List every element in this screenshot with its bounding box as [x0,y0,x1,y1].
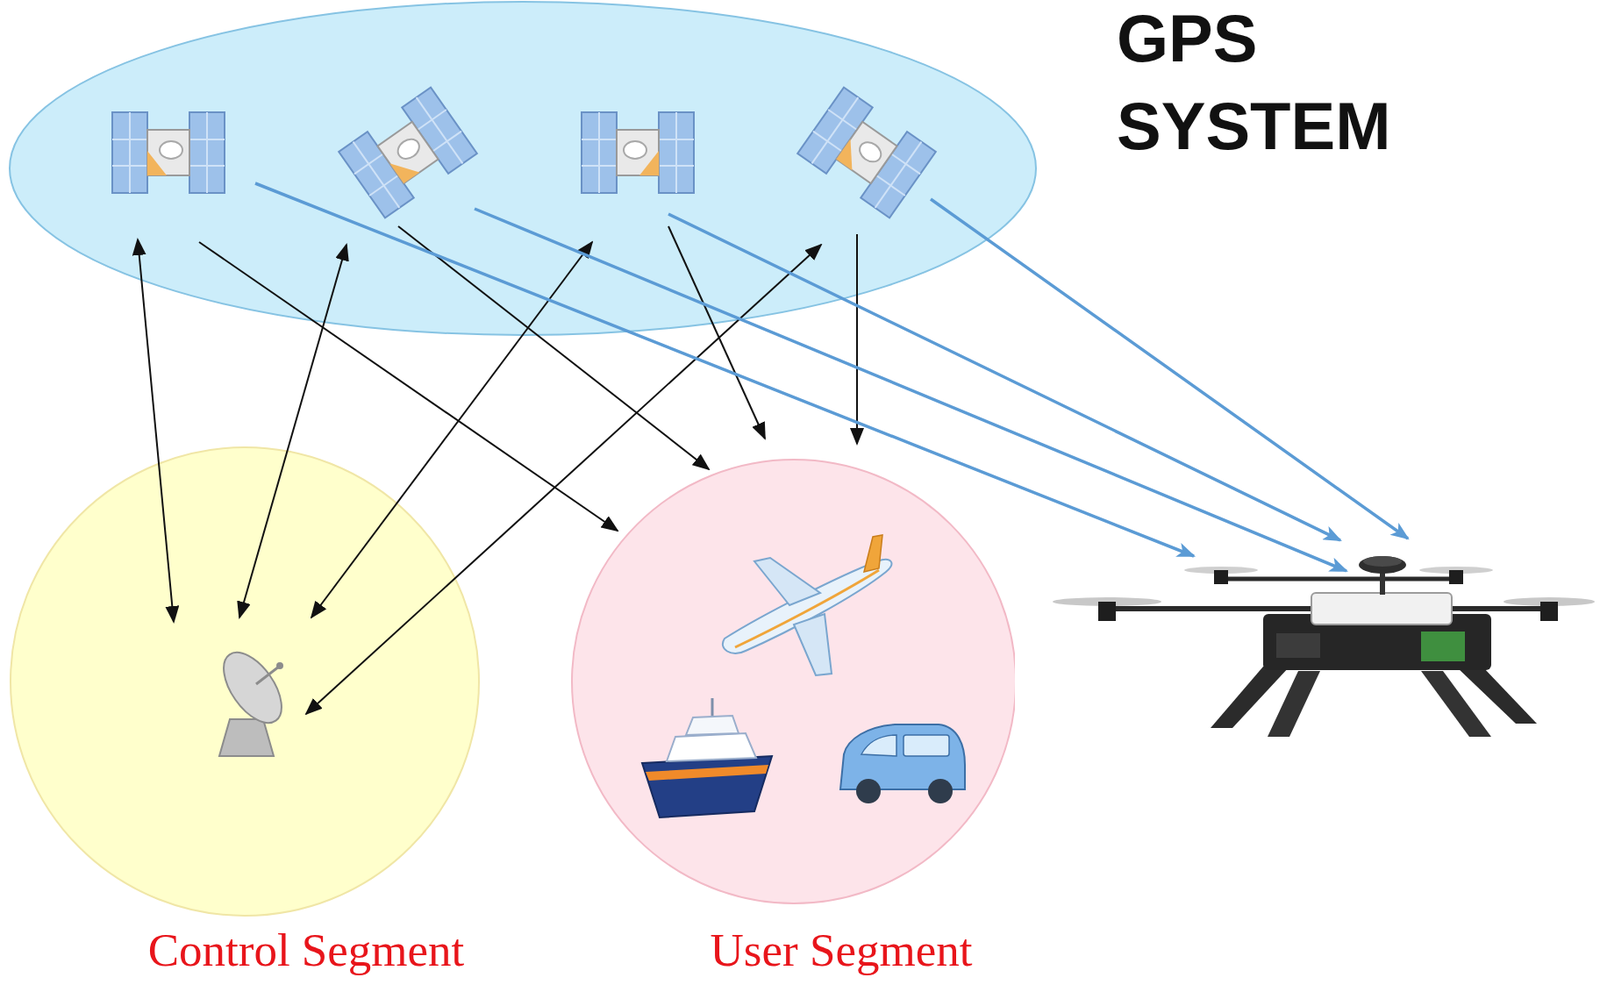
drone-board [1421,631,1465,662]
car-wheel [856,778,881,804]
drone-motor [1449,570,1464,585]
drone-camera [1276,633,1321,658]
drone-leg [1456,666,1537,724]
ship-deck [666,733,757,762]
uplink-arrow [311,242,593,618]
ship-mast [711,698,715,716]
antenna-feed-tip [276,662,284,670]
title-block: GPS SYSTEM [1116,0,1433,171]
segment-label: User Segment [710,923,975,977]
car-window [861,735,897,757]
drone-body [1311,592,1452,625]
ship-stripe [645,764,769,781]
car-body [840,724,965,790]
drone-motor [1540,601,1558,622]
gps-antenna-top [1363,556,1402,567]
diagram-title: GPS SYSTEM [1116,0,1433,171]
car-window [903,735,950,757]
drone-arm [1221,577,1457,582]
drone-motor [1214,570,1229,585]
segment-circle [10,447,479,916]
gps-antenna [1358,556,1407,574]
segment-outline [571,458,1015,905]
satellite [581,112,694,193]
satellite [112,112,225,193]
signal-arrow [856,234,858,444]
user-segment-circle: User Segment [571,458,1015,977]
ship-bridge [685,715,739,736]
antenna-pedestal [219,719,274,757]
signal-arrow [398,226,709,470]
drone-signal [930,199,1408,539]
segment-label: Control Segment [148,923,467,977]
satellite [338,87,478,219]
drone-leg [1267,671,1321,737]
drone-picture [1052,556,1595,737]
car-wheel [928,778,953,804]
signal-arrow [668,226,765,439]
satellite [797,87,936,219]
segment-circle [571,459,1015,904]
drone-motor [1098,601,1116,622]
space-segment-ellipse [9,1,1036,336]
ship-hull [642,756,772,818]
